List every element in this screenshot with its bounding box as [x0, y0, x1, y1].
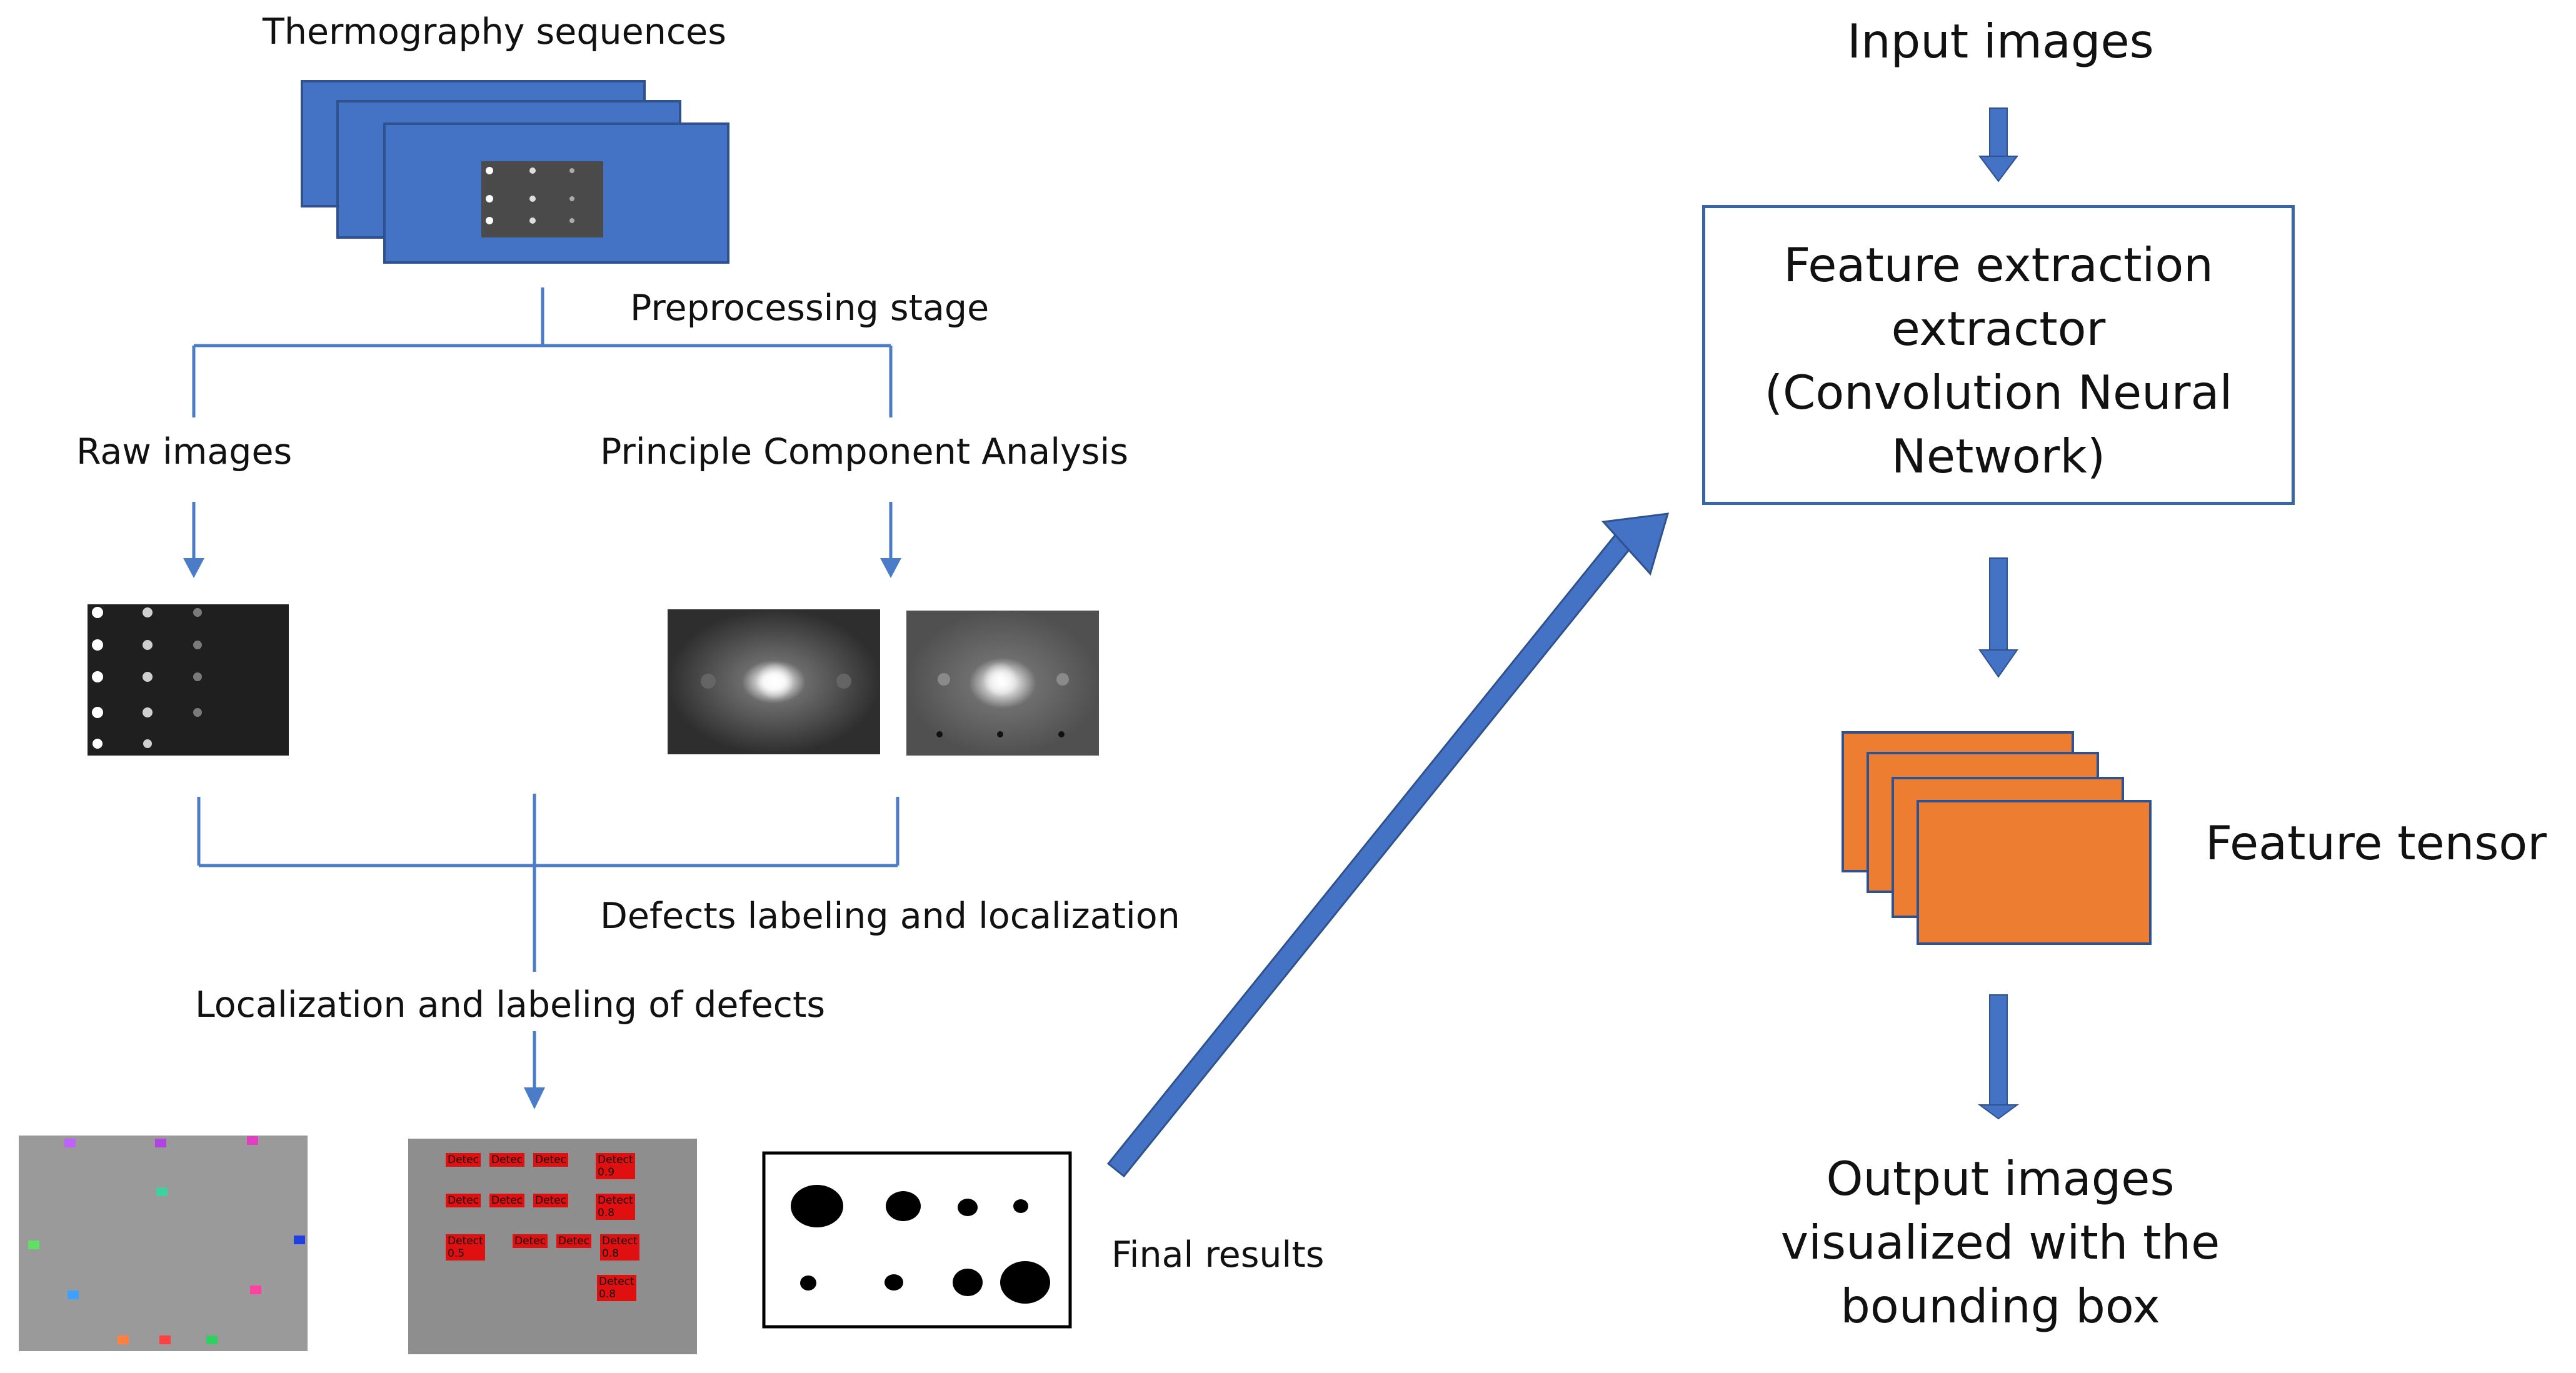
arrow-raw-images — [183, 502, 204, 578]
detect-tag: Detec — [446, 1194, 481, 1207]
detect-tag: Detec — [533, 1194, 569, 1207]
raw-image-thumbnail — [88, 604, 289, 756]
merge-connector — [197, 794, 900, 1091]
raw-images-label: Raw images — [76, 431, 293, 472]
detect-tag: Detect 0.8 — [597, 1275, 636, 1301]
feature-extractor-line: extractor — [1891, 301, 2106, 356]
feature-extractor-line: (Convolution Neural — [1764, 365, 2233, 420]
final-result-thumbnail — [762, 1151, 1072, 1329]
arrow-pca-images — [880, 502, 901, 578]
final-results-label: Final results — [1111, 1234, 1325, 1276]
detect-tag: Detect 0.8 — [596, 1194, 635, 1220]
output-images-label: Output images visualized with the boundi… — [1725, 1147, 2275, 1338]
pca-label: Principle Component Analysis — [600, 431, 1129, 472]
arrow-extractor-to-tensor — [1978, 557, 2018, 678]
diagonal-arrow — [1106, 512, 1670, 1178]
thermography-stack — [301, 80, 729, 264]
detect-tag: Detec — [556, 1234, 592, 1248]
preprocessing-label: Preprocessing stage — [630, 287, 990, 329]
detect-tag: Detec — [489, 1194, 525, 1207]
detect-tag: Detec — [446, 1153, 481, 1167]
colored-markers-thumbnail — [19, 1136, 308, 1351]
pca-image-thumbnail-1 — [668, 609, 880, 754]
thermography-label: Thermography sequences — [263, 11, 726, 52]
localization-label: Localization and labeling of defects — [195, 984, 826, 1026]
feature-extractor-box: Feature extraction extractor (Convolutio… — [1702, 205, 2295, 505]
detect-tag: Detec — [489, 1153, 525, 1167]
preprocessing-connector — [192, 287, 893, 417]
detect-tag: Detec — [513, 1234, 548, 1248]
feature-tensor-stack — [1842, 731, 2152, 945]
feature-tensor-label: Feature tensor — [2205, 816, 2547, 871]
detect-tag: Detect 0.8 — [600, 1234, 639, 1261]
output-line: visualized with the — [1780, 1215, 2220, 1270]
arrow-head-labeling — [524, 1087, 545, 1109]
output-line: Output images — [1826, 1151, 2175, 1206]
detect-tag: Detec — [533, 1153, 569, 1167]
feature-extractor-line: Network) — [1891, 429, 2106, 484]
arrow-input-to-extractor — [1978, 107, 2018, 182]
input-images-label: Input images — [1847, 14, 2154, 69]
detect-tag: Detect 0.5 — [446, 1234, 485, 1261]
output-line: bounding box — [1840, 1279, 2160, 1334]
feature-extractor-line: Feature extraction — [1783, 237, 2213, 292]
pca-image-thumbnail-2 — [906, 611, 1099, 756]
detect-tag: Detect 0.9 — [596, 1153, 635, 1179]
arrow-tensor-to-output — [1977, 994, 2020, 1120]
defects-labeling-label: Defects labeling and localization — [600, 896, 1180, 937]
